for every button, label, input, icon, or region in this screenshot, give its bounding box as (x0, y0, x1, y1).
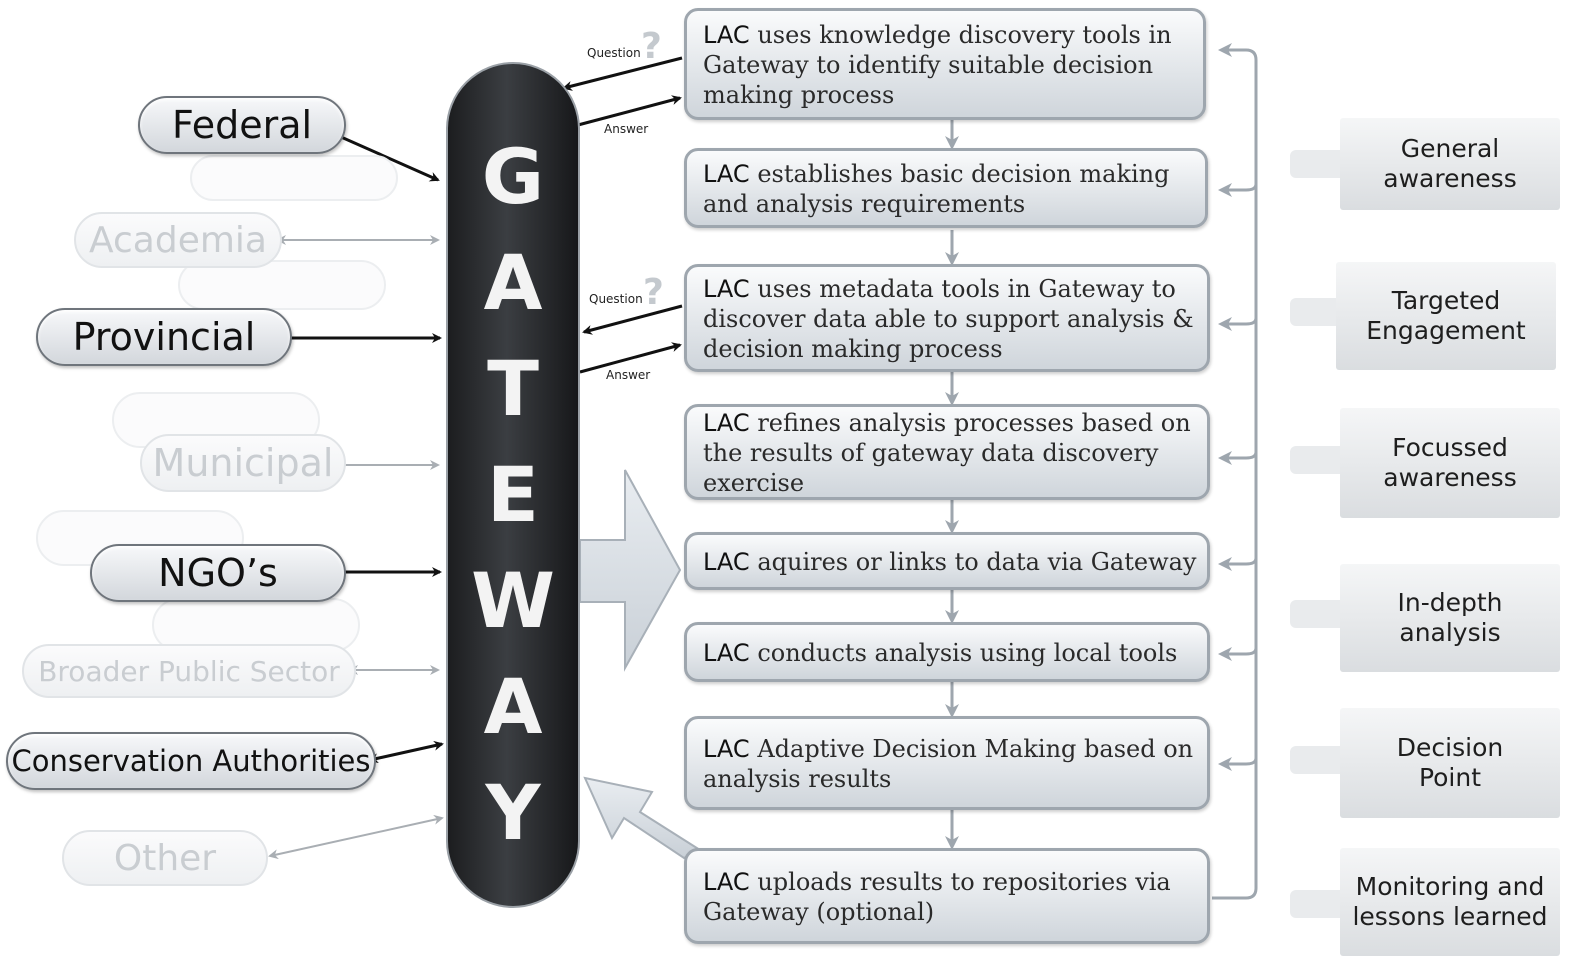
stage-line: Monitoring and (1355, 872, 1545, 901)
step-text: uploads results to repositories via Gate… (703, 868, 1171, 926)
process-step: LAC refines analysis processes based on … (684, 404, 1210, 500)
stakeholder-broader-public-sector: Broader Public Sector (22, 644, 356, 698)
step-text: establishes basic decision making and an… (703, 160, 1170, 218)
stage-line: Decision (1396, 733, 1504, 762)
process-step: LAC uses knowledge discovery tools in Ga… (684, 8, 1206, 120)
stage-line: analysis (1399, 618, 1501, 647)
stage-tab-nub (1290, 890, 1346, 918)
stakeholder-federal: Federal (138, 96, 346, 154)
step-actor: LAC (703, 868, 750, 896)
gateway-letter: E (487, 450, 539, 539)
stage-line: In-depth (1397, 588, 1503, 617)
stakeholder-provincial: Provincial (36, 308, 292, 366)
step-text: Adaptive Decision Making based on analys… (703, 735, 1194, 793)
step-actor: LAC (703, 160, 750, 188)
answer-label: Answer (604, 122, 649, 136)
process-step: LAC aquires or links to data via Gateway (684, 532, 1210, 590)
stage-line: Focussed (1392, 433, 1508, 462)
stakeholder-municipal: Municipal (140, 434, 346, 492)
gateway-letter: T (487, 344, 539, 433)
stage-line: lessons learned (1352, 902, 1548, 931)
stage-tab-nub (1290, 150, 1346, 178)
question-label: Question (589, 292, 643, 306)
stakeholder-academia: Academia (74, 212, 282, 268)
question-1-arrow (562, 56, 683, 91)
process-step: LAC Adaptive Decision Making based on an… (684, 716, 1210, 810)
gateway-output-arrow (579, 469, 682, 672)
process-step: LAC uploads results to repositories via … (684, 848, 1210, 944)
step-actor: LAC (703, 639, 750, 667)
ghost-pill (178, 260, 386, 310)
stage-line: Point (1418, 763, 1482, 792)
gateway-letter: W (471, 556, 555, 645)
step-actor: LAC (703, 21, 750, 49)
question-mark-icon: ? (641, 26, 662, 67)
step-actor: LAC (703, 275, 750, 303)
step-text: refines analysis processes based on the … (703, 409, 1191, 497)
step-actor: LAC (703, 409, 750, 437)
answer-label: Answer (606, 368, 651, 382)
stakeholder-label: Other (113, 837, 217, 879)
process-step: LAC establishes basic decision making an… (684, 148, 1208, 228)
step-actor: LAC (703, 735, 750, 763)
step-text: uses metadata tools in Gateway to discov… (703, 275, 1194, 363)
step-text: aquires or links to data via Gateway (749, 548, 1197, 576)
gateway-letter: A (483, 238, 543, 327)
feedback-loop (1212, 43, 1258, 900)
step-text: uses knowledge discovery tools in Gatewa… (703, 21, 1172, 109)
step-text: conducts analysis using local tools (749, 639, 1178, 667)
stakeholder-conservation-authorities: Conservation Authorities (6, 732, 376, 790)
stage-line: awareness (1383, 463, 1517, 492)
stakeholder-label: Conservation Authorities (11, 744, 371, 778)
gateway-pillar: G A T E W A Y (446, 62, 580, 908)
stage-line: Targeted (1391, 286, 1501, 315)
stakeholder-label: Municipal (152, 441, 334, 485)
question-2-arrow (582, 304, 683, 335)
stage-tab-nub (1290, 600, 1346, 628)
stage-line: awareness (1383, 164, 1517, 193)
stakeholder-label: Provincial (72, 315, 256, 359)
answer-1-arrow (577, 95, 682, 127)
process-step: LAC uses metadata tools in Gateway to di… (684, 264, 1210, 372)
question-label: Question (587, 46, 641, 60)
gateway-letter: Y (485, 768, 541, 857)
gateway-letter: G (481, 132, 545, 221)
other-link-arrow (268, 814, 444, 860)
stakeholder-other: Other (62, 830, 268, 886)
stakeholder-label: Federal (171, 103, 313, 147)
stage-line: Engagement (1366, 316, 1526, 345)
step-actor: LAC (703, 548, 750, 576)
gateway-letter: A (483, 662, 543, 751)
stakeholder-ngos: NGO’s (90, 544, 346, 602)
process-step: LAC conducts analysis using local tools (684, 622, 1210, 682)
ghost-pill (190, 155, 398, 201)
stakeholder-label: Broader Public Sector (38, 654, 340, 688)
stage-line: General (1400, 134, 1500, 163)
gateway-return-arrow (583, 776, 703, 860)
conservation-authorities-link-arrow (368, 740, 444, 764)
stage-tab-nub (1290, 446, 1346, 474)
question-mark-icon: ? (643, 272, 664, 313)
stakeholder-label: Academia (89, 219, 267, 261)
stage-tab-nub (1290, 746, 1346, 774)
stakeholder-label: NGO’s (158, 551, 278, 595)
